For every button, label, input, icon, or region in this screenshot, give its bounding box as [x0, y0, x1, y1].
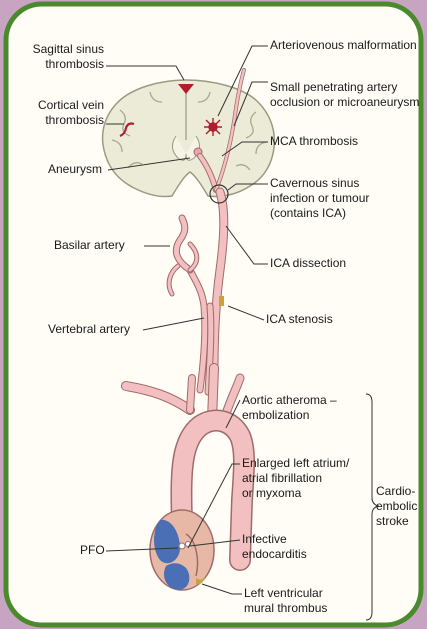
label-ica-dissection: ICA dissection — [270, 256, 346, 271]
heart — [150, 510, 214, 590]
label-aortic-atheroma: Aortic atheroma – embolization — [242, 393, 337, 423]
label-aneurysm: Aneurysm — [48, 162, 102, 177]
label-vertebral-artery: Vertebral artery — [48, 322, 130, 337]
ica-stenosis-plaque — [219, 296, 224, 306]
label-cardioembolic-stroke: Cardio- embolic stroke — [376, 484, 417, 529]
label-pfo: PFO — [80, 543, 105, 558]
label-left-atrium: Enlarged left atrium/ atrial fibrillatio… — [242, 456, 349, 501]
label-avm: Arteriovenous malformation — [270, 38, 417, 53]
label-basilar-artery: Basilar artery — [54, 238, 125, 253]
label-infective-endocarditis: Infective endocarditis — [242, 532, 307, 562]
label-cortical-vein: Cortical vein thrombosis — [16, 98, 104, 128]
label-sagittal-sinus: Sagittal sinus thrombosis — [16, 42, 104, 72]
label-small-penetrating-artery: Small penetrating artery occlusion or mi… — [270, 80, 419, 110]
label-ica-stenosis: ICA stenosis — [266, 312, 333, 327]
label-mca-thrombosis: MCA thrombosis — [270, 134, 358, 149]
avm-lesion — [204, 118, 222, 136]
label-lv-thrombus: Left ventricular mural thrombus — [244, 586, 327, 616]
label-cavernous-sinus: Cavernous sinus infection or tumour (con… — [270, 176, 369, 221]
